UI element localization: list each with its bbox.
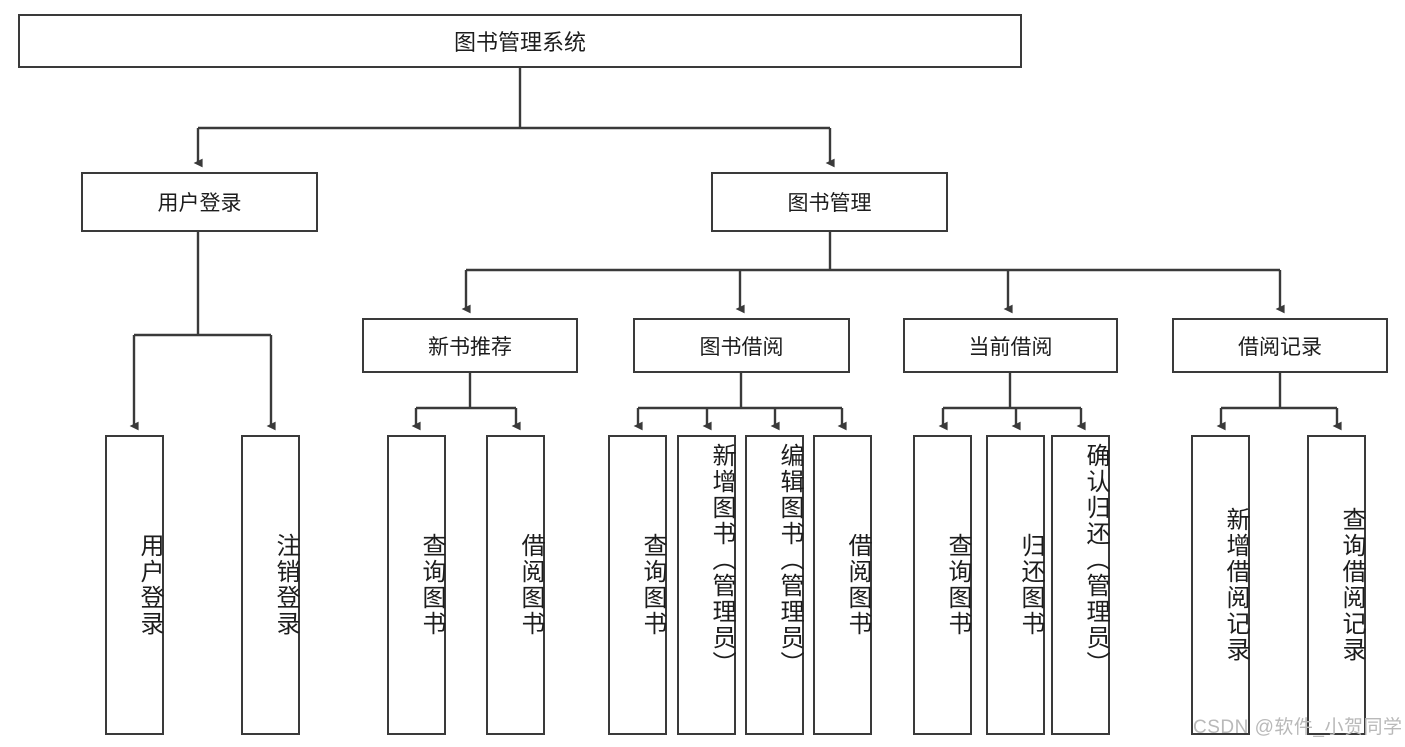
edges-newbook-to-leaves	[411, 373, 521, 431]
leaf-query-book-rec[interactable]: 查询图书	[387, 435, 446, 735]
edges-root-to-level2	[193, 68, 835, 168]
edges-currentborrow-to-leaves	[938, 373, 1086, 431]
leaf-confirm-return-admin[interactable]: 确认归还（管理员）	[1051, 435, 1110, 735]
node-book-management[interactable]: 图书管理	[711, 172, 948, 232]
leaf-add-borrow-record[interactable]: 新增借阅记录	[1191, 435, 1250, 735]
leaf-add-book-admin[interactable]: 新增图书（管理员）	[677, 435, 736, 735]
leaf-borrow-book-borrow[interactable]: 借阅图书	[813, 435, 872, 735]
edges-userlogin-to-leaves	[129, 232, 276, 431]
leaf-query-book-current[interactable]: 查询图书	[913, 435, 972, 735]
leaf-user-logout[interactable]: 注销登录	[241, 435, 300, 735]
node-user-login[interactable]: 用户登录	[81, 172, 318, 232]
edges-bookmgmt-to-level3	[461, 232, 1285, 314]
node-current-borrow[interactable]: 当前借阅	[903, 318, 1118, 373]
edges-bookborrow-to-leaves	[633, 373, 847, 431]
leaf-query-borrow-record[interactable]: 查询借阅记录	[1307, 435, 1366, 735]
leaf-query-book-borrow[interactable]: 查询图书	[608, 435, 667, 735]
leaf-return-book[interactable]: 归还图书	[986, 435, 1045, 735]
node-new-book-recommend[interactable]: 新书推荐	[362, 318, 578, 373]
csdn-watermark: CSDN @软件_小贺同学	[1193, 717, 1403, 738]
node-root-system[interactable]: 图书管理系统	[18, 14, 1022, 68]
node-book-borrow[interactable]: 图书借阅	[633, 318, 850, 373]
leaf-user-login[interactable]: 用户登录	[105, 435, 164, 735]
node-borrow-records[interactable]: 借阅记录	[1172, 318, 1388, 373]
edges-borrowrecords-to-leaves	[1216, 373, 1342, 431]
leaf-borrow-book-rec[interactable]: 借阅图书	[486, 435, 545, 735]
leaf-edit-book-admin[interactable]: 编辑图书（管理员）	[745, 435, 804, 735]
